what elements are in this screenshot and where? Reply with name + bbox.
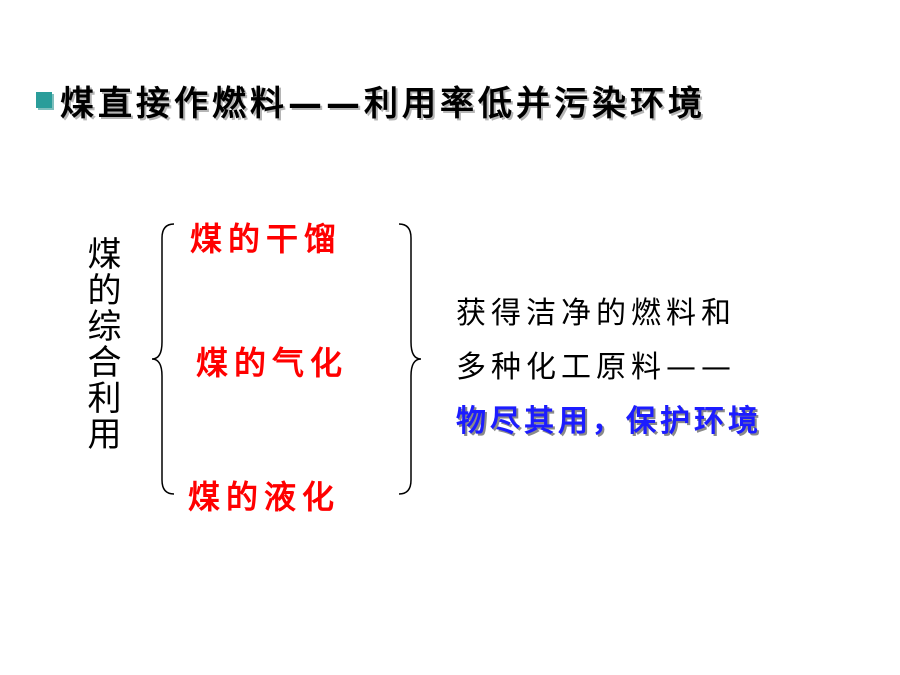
method-gasification: 煤的气化 <box>196 344 349 382</box>
square-bullet-icon <box>36 92 52 108</box>
vertical-label: 煤的综合利用 <box>81 236 121 452</box>
slogan: 物尽其用，保护环境 <box>456 404 762 439</box>
result-line-2: 多种化工原料—— <box>456 350 736 385</box>
title-row: 煤直接作燃料——利用率低并污染环境 <box>36 76 706 124</box>
slide-title: 煤直接作燃料——利用率低并污染环境 <box>60 83 706 124</box>
left-brace <box>151 223 175 495</box>
right-brace <box>398 223 422 495</box>
result-line-1: 获得洁净的燃料和 <box>456 296 736 331</box>
method-liquefaction: 煤的液化 <box>188 478 341 516</box>
method-dry-distillation: 煤的干馏 <box>190 220 343 258</box>
